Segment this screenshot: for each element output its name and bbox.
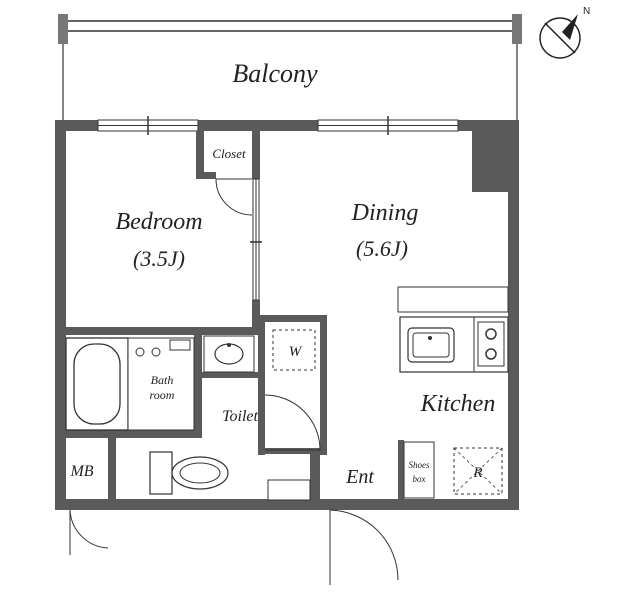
shoes-box	[403, 441, 435, 499]
kitchen-counter	[397, 286, 509, 373]
toilet-door	[264, 394, 321, 451]
washer-label: W	[289, 344, 303, 360]
refrigerator-space	[453, 447, 503, 495]
balcony-label: Balcony	[232, 59, 318, 88]
mb-door	[69, 509, 109, 555]
dining-label: Dining	[351, 200, 419, 226]
refrigerator-label: R	[472, 465, 482, 481]
window-dining	[317, 116, 459, 135]
entrance-door	[329, 509, 399, 585]
closet-label: Closet	[212, 146, 246, 161]
outer-walls	[55, 120, 519, 510]
kitchen-label: Kitchen	[420, 391, 496, 417]
toilet-icon	[149, 451, 229, 495]
mb-label: MB	[69, 463, 93, 480]
sliding-door	[250, 178, 262, 301]
bedroom-label: Bedroom	[115, 209, 202, 235]
washbasin-icon	[203, 335, 255, 373]
balcony-railing	[58, 14, 522, 120]
bedroom-size-label: (3.5J)	[133, 246, 185, 271]
shoes-label-line2: box	[413, 474, 426, 484]
entrance-step	[267, 479, 311, 501]
closet-door	[215, 178, 253, 216]
compass-north-label: N	[583, 6, 590, 17]
sink-icon	[407, 327, 455, 363]
compass-icon: N	[539, 6, 590, 59]
bath-label-line1: Bath	[151, 373, 174, 387]
bath-label-line2: room	[150, 388, 175, 402]
entrance-label: Ent	[345, 466, 374, 488]
toilet-label: Toilet	[222, 408, 258, 425]
shoes-label-line1: Shoes	[409, 460, 430, 470]
washer-space	[272, 329, 316, 371]
bathtub-icon	[65, 337, 195, 431]
dining-size-label: (5.6J)	[356, 236, 408, 261]
window-bedroom	[97, 116, 199, 135]
